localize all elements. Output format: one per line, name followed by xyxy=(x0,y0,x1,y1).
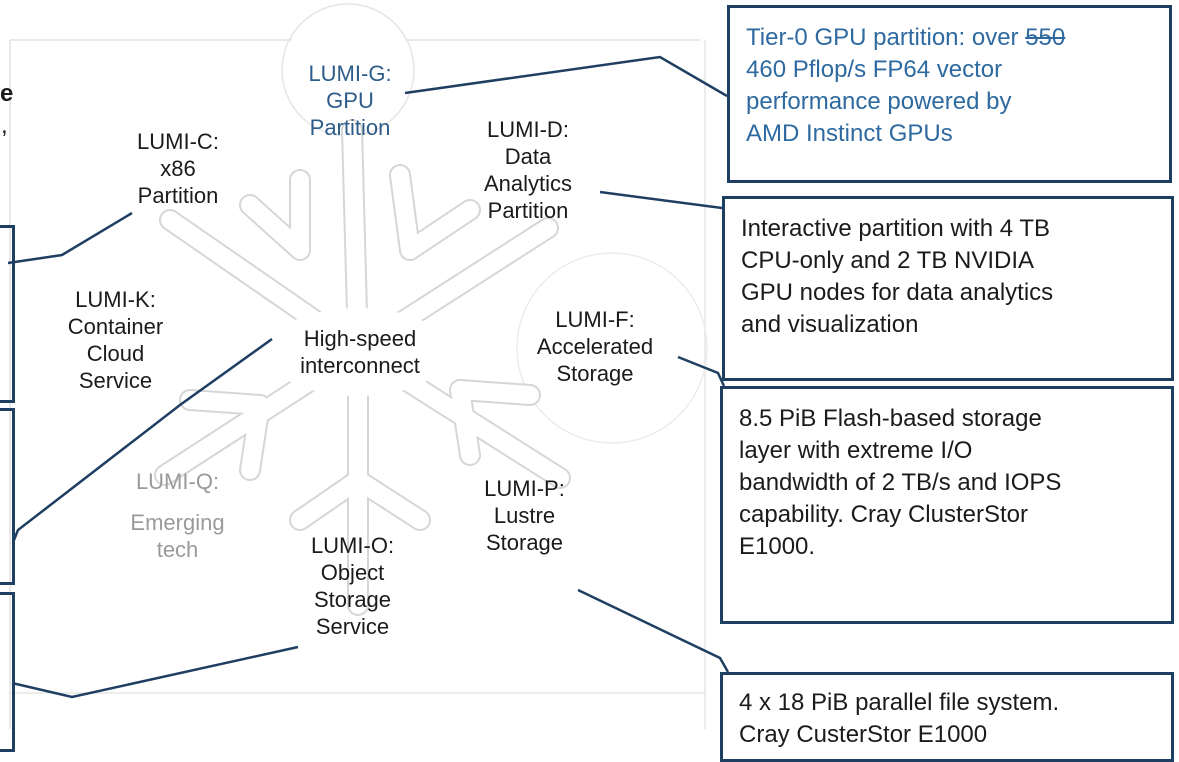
edge-fragment-1: e xyxy=(0,80,14,107)
edge-fragment-2: , xyxy=(1,112,8,139)
node-lumi-k-line3: Cloud xyxy=(86,341,145,366)
callout-data-analytics: Interactive partition with 4 TB CPU-only… xyxy=(722,196,1174,381)
callout-gpu-line1-text: Tier-0 GPU partition: over xyxy=(746,24,1026,51)
callout-gpu-line3: performance powered by xyxy=(746,88,1012,115)
node-lumi-q-line2: Emerging xyxy=(130,510,225,535)
node-lumi-d-title: LUMI-D: xyxy=(487,117,569,142)
node-lumi-g-title: LUMI-G: xyxy=(308,61,392,86)
callout-lustre-line1: 4 x 18 PiB parallel file system. xyxy=(739,689,1060,716)
callout-gpu-partition: Tier-0 GPU partition: over 550 460 Pflop… xyxy=(727,5,1172,183)
callout-flash-line5: E1000. xyxy=(739,533,816,560)
node-lumi-c-title: LUMI-C: xyxy=(137,129,219,154)
callout-flash-line1: 8.5 PiB Flash-based storage xyxy=(739,405,1042,432)
left-cut-box-3 xyxy=(0,592,15,752)
callout-data-line2: CPU-only and 2 TB NVIDIA xyxy=(741,247,1035,274)
node-lumi-k: LUMI-K: Container Cloud Service xyxy=(48,286,183,394)
node-lumi-o-line2: Object xyxy=(320,560,385,585)
callout-data-line3: GPU nodes for data analytics xyxy=(741,279,1054,306)
node-lumi-g-line3: Partition xyxy=(309,115,391,140)
callout-flash-line4: capability. Cray ClusterStor xyxy=(739,501,1028,528)
node-lumi-q-title: LUMI-Q: xyxy=(135,469,220,494)
node-lumi-d-line3: Analytics xyxy=(483,171,573,196)
callout-gpu-struck-value: 550 xyxy=(1025,24,1066,51)
node-lumi-g: LUMI-G: GPU Partition xyxy=(290,60,410,141)
storage-bubble xyxy=(516,252,708,444)
node-lumi-o-title: LUMI-O: xyxy=(310,533,395,558)
connector-data xyxy=(599,190,723,210)
node-lumi-q-line3: tech xyxy=(156,537,199,562)
node-lumi-c-line2: x86 xyxy=(160,156,196,181)
callout-flash-storage: 8.5 PiB Flash-based storage layer with e… xyxy=(720,386,1174,624)
hub-label-line1: High-speed xyxy=(303,326,417,351)
node-lumi-o-line3: Storage xyxy=(313,587,392,612)
connector-o xyxy=(11,645,299,699)
node-lumi-o-line4: Service xyxy=(315,614,390,639)
node-lumi-o: LUMI-O: Object Storage Service xyxy=(290,532,415,640)
connectors xyxy=(7,55,730,699)
callout-data-line1: Interactive partition with 4 TB xyxy=(741,215,1051,242)
connector-c xyxy=(7,211,133,265)
hub-label: High-speed interconnect xyxy=(280,325,440,379)
node-lumi-f-line3: Storage xyxy=(556,361,634,386)
node-lumi-d: LUMI-D: Data Analytics Partition xyxy=(463,116,593,224)
node-lumi-k-line4: Service xyxy=(78,368,153,393)
node-lumi-d-line2: Data xyxy=(504,144,552,169)
node-lumi-p-title: LUMI-P: xyxy=(484,476,565,501)
callout-gpu-line2: 460 Pflop/s FP64 vector xyxy=(746,56,1003,83)
connector-hub xyxy=(12,337,273,541)
node-lumi-g-line2: GPU xyxy=(326,88,374,113)
lumi-architecture-diagram: e , LUMI-G: GPU Partition LUMI-C: x86 Pa… xyxy=(0,3,1174,762)
connector-lustre xyxy=(577,588,730,673)
node-lumi-c: LUMI-C: x86 Partition xyxy=(113,128,243,209)
callout-flash-line2: layer with extreme I/O xyxy=(739,437,973,464)
node-lumi-k-line2: Container xyxy=(67,314,164,339)
callout-flash-line3: bandwidth of 2 TB/s and IOPS xyxy=(739,469,1062,496)
callout-data-line4: and visualization xyxy=(741,311,919,338)
callout-gpu-line4: AMD Instinct GPUs xyxy=(746,120,953,147)
node-lumi-f: LUMI-F: Accelerated Storage xyxy=(515,306,675,387)
node-lumi-d-line4: Partition xyxy=(487,198,569,223)
node-lumi-q: LUMI-Q: Emerging tech xyxy=(115,468,240,563)
node-lumi-p-line3: Storage xyxy=(485,530,564,555)
callout-gpu-line1: Tier-0 GPU partition: over 550 xyxy=(746,22,1161,54)
connector-gpu xyxy=(404,55,728,98)
node-lumi-f-line2: Accelerated xyxy=(536,334,654,359)
left-cut-box-1 xyxy=(0,225,15,403)
node-lumi-p-line2: Lustre xyxy=(493,503,556,528)
hub-label-line2: interconnect xyxy=(300,353,420,378)
node-lumi-c-line3: Partition xyxy=(137,183,219,208)
node-lumi-p: LUMI-P: Lustre Storage xyxy=(462,475,587,556)
callout-lustre-storage: 4 x 18 PiB parallel file system. Cray Cu… xyxy=(720,672,1174,762)
node-lumi-k-title: LUMI-K: xyxy=(75,287,156,312)
snowflake-diagram xyxy=(7,3,730,729)
left-cut-box-2 xyxy=(0,408,15,585)
callout-lustre-line2: Cray CusterStor E1000 xyxy=(739,721,988,748)
hub-backdrop xyxy=(266,308,450,396)
connector-flash xyxy=(677,355,726,387)
node-lumi-f-title: LUMI-F: xyxy=(555,307,635,332)
